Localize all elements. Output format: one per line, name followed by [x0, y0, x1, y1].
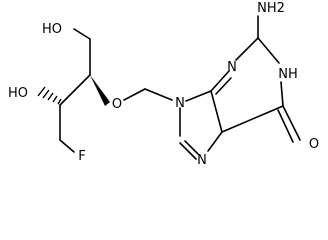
bonds [37, 15, 301, 160]
atom-label-n3: N [227, 60, 237, 75]
atom-label-oh-left: HO [8, 86, 28, 101]
structure-canvas: HO HO O F N N NH2 NH N O [8, 1, 319, 168]
bond-c6-c5-ring [221, 105, 284, 133]
bond-c6-o [282, 105, 301, 141]
bond-n7-c5 [207, 131, 223, 152]
atom-label-fluorine: F [78, 149, 85, 164]
bond-ch2-n9 [144, 88, 173, 101]
bond-c6-o-double [277, 109, 294, 143]
bond-c4-n9 [185, 90, 212, 102]
hash-c3-oh [37, 86, 62, 105]
bond-c8-n7-double [184, 140, 199, 155]
atom-label-n7: N [197, 153, 207, 168]
molecule-diagram: HO HO O F N N NH2 NH N O [7, 1, 320, 168]
bond-c5-c4-ring [210, 90, 223, 133]
atom-label-carbonyl-o: O [309, 137, 319, 152]
bond-n3-c2 [235, 37, 259, 61]
bond-c4-c3 [59, 74, 91, 106]
atom-label-ether-o: O [112, 97, 122, 112]
bond-c2-f [59, 139, 75, 153]
bond-c4-n3-double [215, 77, 232, 95]
atom-label-oh-top: HO [42, 22, 62, 37]
bond-c4-n3 [210, 70, 230, 92]
atom-label-nh1: NH [278, 67, 298, 82]
atom-label-nh2: NH2 [257, 1, 285, 16]
wedge-c4-o [90, 75, 110, 106]
atom-labels: HO HO O F N N NH2 NH N O [8, 1, 319, 168]
bond-o-ch2 [123, 88, 146, 101]
bond-c2-n1 [257, 37, 280, 64]
bond-o5-c5 [73, 28, 91, 40]
bond-n1-c6 [280, 81, 284, 107]
atom-label-n9: N [175, 96, 185, 111]
bond-c8-n7 [179, 142, 197, 160]
